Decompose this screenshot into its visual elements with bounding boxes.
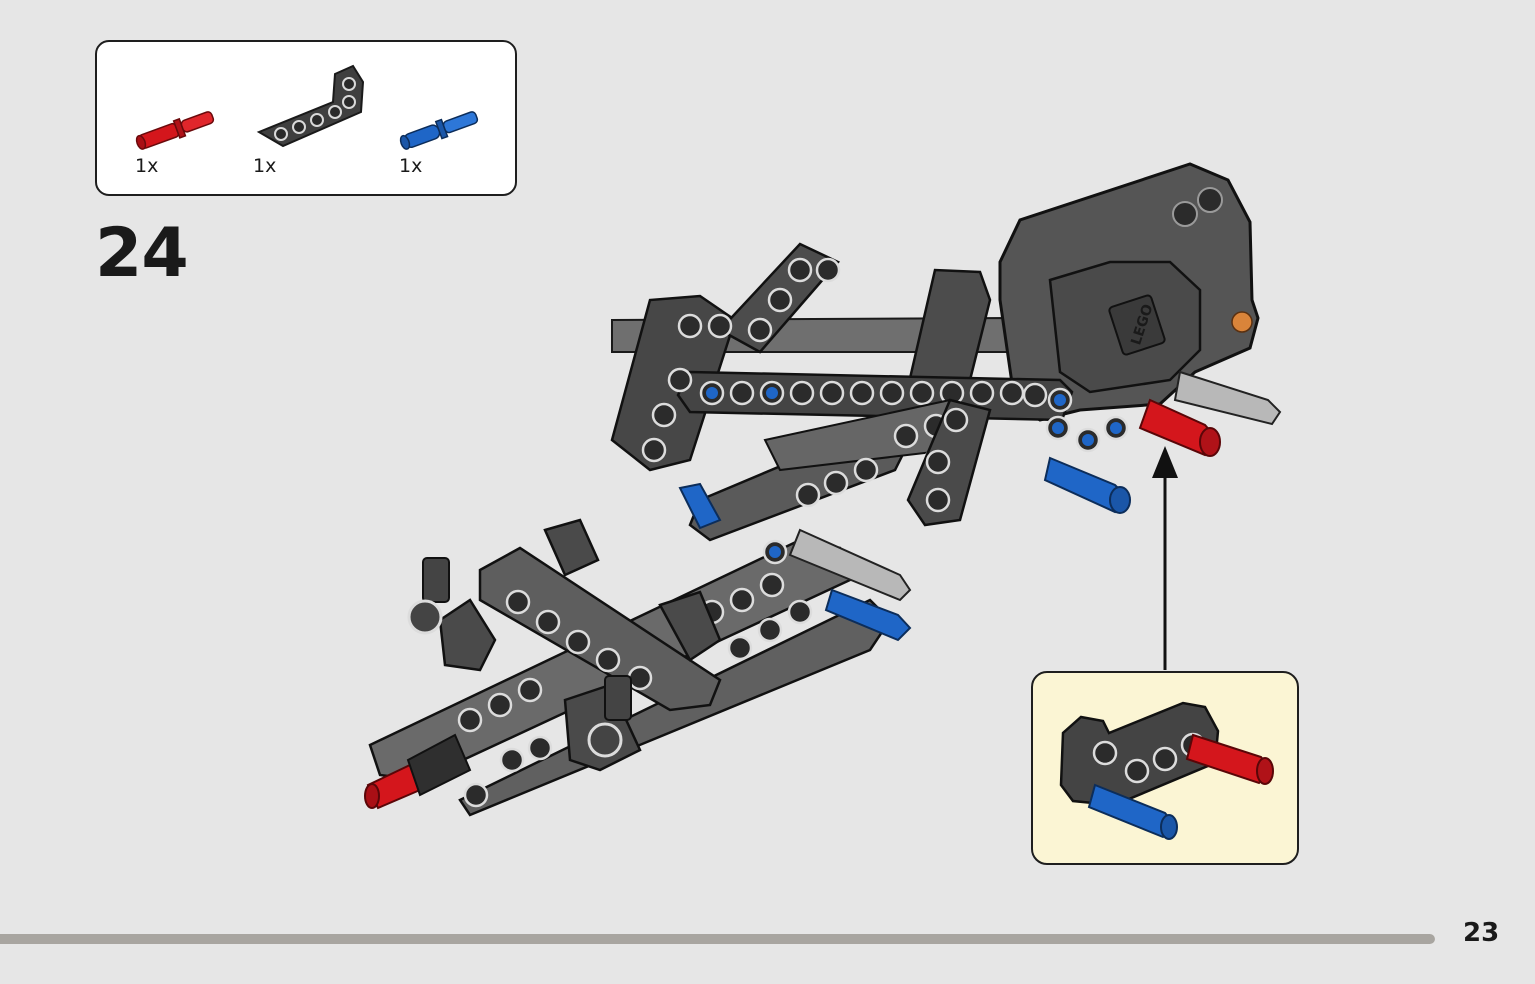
blue-axle-pin-icon: [399, 111, 479, 150]
middle-beams: [688, 398, 992, 542]
gray-axle-lower: [788, 528, 912, 602]
dark-gray-angled-beam-icon: [256, 64, 365, 148]
progress-bar: [0, 934, 1435, 944]
callout-box: [1031, 671, 1299, 865]
part-quantity-angled-beam: 1x: [253, 155, 277, 177]
callout-subassembly: [1059, 701, 1274, 840]
blue-pin-lower: [824, 588, 912, 642]
red-pins-motor: [1138, 398, 1221, 457]
step-number: 24: [95, 214, 189, 293]
part-quantity-red-pin: 1x: [135, 155, 159, 177]
gray-axle-motor: [1173, 370, 1282, 426]
arrow-head: [1152, 446, 1178, 478]
page-number: 23: [1463, 918, 1500, 948]
axle-joints: [407, 557, 632, 758]
top-long-beam: [676, 370, 1074, 422]
parts-list-box: 1x 1x 1x: [95, 40, 517, 196]
red-axle-pin-icon: [135, 111, 215, 150]
progress-bar-fill: [0, 934, 1435, 944]
red-axle-lower: [364, 733, 472, 810]
part-quantity-blue-pin: 1x: [399, 155, 423, 177]
motor-hub: LEGO: [998, 162, 1260, 422]
port-indicator: [1231, 311, 1253, 333]
blue-pin-left: [678, 482, 722, 530]
blue-pins-motor: [1043, 415, 1131, 514]
